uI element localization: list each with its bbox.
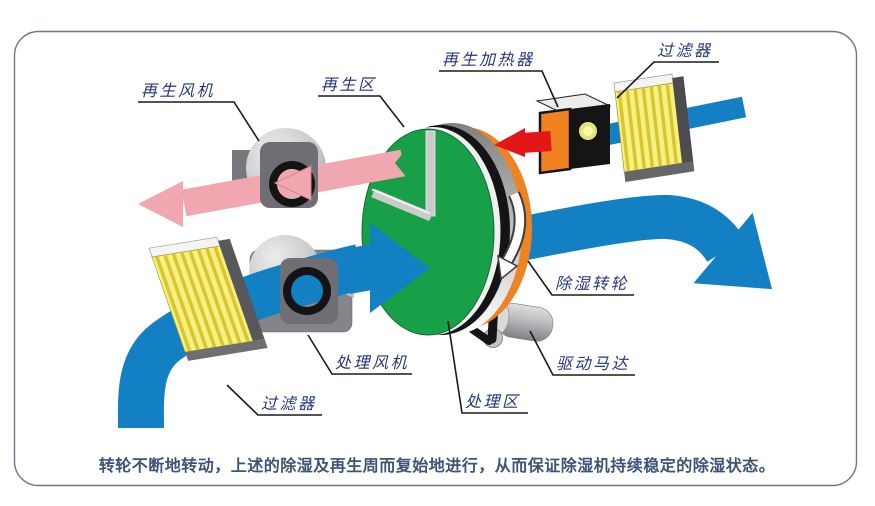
hot-air-arrowhead [494,128,525,157]
label-filter-top: 过滤器 [616,41,719,99]
label-drive-motor-text: 驱动马达 [556,354,630,373]
regen-air-exhaust-arrowhead [138,181,183,227]
regen-fan-flow-arrowhead [273,165,312,201]
label-filter-bottom-text: 过滤器 [261,394,317,413]
label-filter-top-text: 过滤器 [657,41,713,60]
outlet-arrowhead [693,212,773,290]
rotor-rotation-arrow [497,191,527,281]
label-regen-heater-text: 再生加热器 [442,50,535,69]
filter-bottom-pleats [154,246,250,352]
process-fan-inlet-ring [280,258,338,324]
diagram-frame [13,30,858,487]
regen-sector-divider [371,130,436,222]
label-drive-motor: 驱动马达 [529,330,635,376]
label-regen-zone: 再生区 [318,75,405,128]
label-filter-bottom: 过滤器 [226,384,322,416]
label-rotor: 除湿转轮 [527,260,634,296]
label-process-zone: 处理区 [447,320,528,414]
label-regen-fan-text: 再生风机 [141,81,215,100]
label-process-fan: 处理风机 [307,334,412,375]
intake-arrowhead [370,223,430,313]
heater-front-panel [538,107,572,175]
label-process-fan-text: 处理风机 [335,353,409,372]
filter-top-unit [613,73,695,182]
label-regen-heater: 再生加热器 [439,50,559,108]
hot-air-arrow [494,128,552,157]
regen-heater-unit [535,93,612,175]
process-air-outlet-arrow [495,194,773,290]
filter-bottom-unit [148,236,268,361]
label-regen-zone-text: 再生区 [321,75,377,94]
filter-top-pleats [617,83,679,172]
diagram-caption: 转轮不断地转动，上述的除湿及再生周而复始地进行，从而保证除湿机持续稳定的除湿状态… [99,456,776,475]
label-rotor-text: 除湿转轮 [555,274,629,293]
regen-fan-inlet-ring [260,142,318,208]
label-regen-fan: 再生风机 [138,81,260,142]
label-process-zone-text: 处理区 [465,392,521,411]
process-air-into-rotor [350,223,430,313]
regen-band-tail-notch [395,148,407,178]
